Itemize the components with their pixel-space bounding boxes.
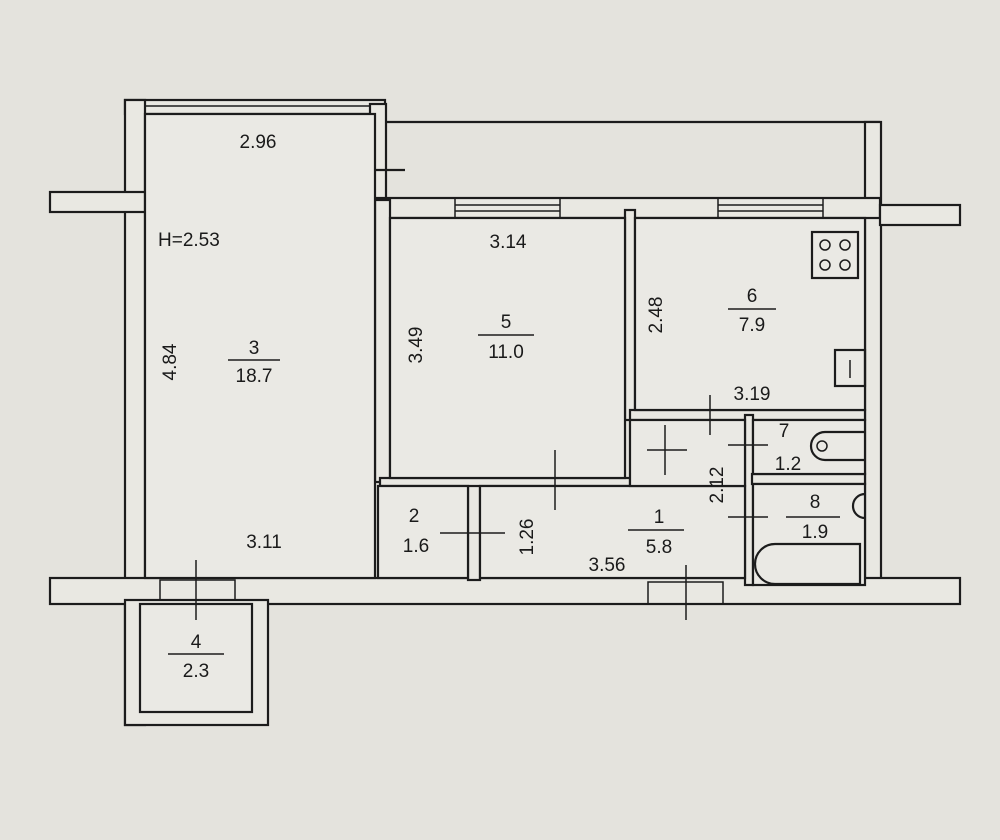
room-1-hall (628, 418, 747, 488)
room-1 (478, 484, 747, 580)
svg-text:5: 5 (501, 312, 512, 333)
dim-room5-side: 3.49 (406, 327, 427, 364)
dim-room3-side: 4.84 (160, 343, 181, 380)
svg-text:1.9: 1.9 (802, 522, 828, 543)
svg-text:11.0: 11.0 (488, 342, 524, 363)
room-4 (138, 602, 254, 714)
sink-icon (833, 348, 867, 388)
svg-text:8: 8 (810, 492, 821, 513)
dim-room6-bottom: 3.19 (734, 384, 771, 405)
room-8 (751, 482, 867, 587)
toilet-icon (809, 430, 865, 462)
boiler-icon (851, 492, 866, 520)
svg-text:18.7: 18.7 (236, 366, 273, 387)
svg-text:1.6: 1.6 (403, 536, 429, 557)
dim-room5-top: 3.14 (490, 232, 527, 253)
dim-room3-top: 2.96 (240, 132, 277, 153)
svg-text:6: 6 (747, 286, 758, 307)
room-5 (388, 216, 627, 480)
stove-icon (810, 230, 860, 280)
dim-room3-bottom: 3.11 (246, 532, 282, 553)
bathtub-icon (753, 542, 862, 586)
dim-room2-side: 1.26 (517, 519, 538, 556)
svg-text:4: 4 (191, 632, 202, 653)
room-label-7: 7 1.2 (775, 421, 801, 475)
ceiling-height: H=2.53 (158, 230, 220, 251)
room-2 (376, 484, 470, 580)
svg-text:5.8: 5.8 (646, 537, 672, 558)
dim-room1-bottom: 3.56 (589, 555, 626, 576)
svg-text:1.2: 1.2 (775, 454, 801, 475)
svg-text:1: 1 (654, 507, 665, 528)
room-label-1: 1 5.8 (628, 507, 684, 558)
room-3 (143, 112, 377, 580)
svg-text:2.3: 2.3 (183, 661, 209, 682)
room-label-6: 6 7.9 (728, 286, 776, 336)
svg-text:3: 3 (249, 338, 260, 359)
room-7 (751, 418, 867, 476)
room-6 (633, 216, 867, 412)
dim-room1-side: 2.12 (707, 467, 728, 504)
svg-text:2: 2 (409, 506, 420, 527)
svg-text:7: 7 (779, 421, 790, 442)
room-label-3: 3 18.7 (228, 338, 280, 387)
dimension-ticks (195, 395, 768, 620)
room-label-8: 8 1.9 (786, 492, 840, 543)
svg-text:7.9: 7.9 (739, 315, 765, 336)
room-label-4: 4 2.3 (168, 632, 224, 682)
room-label-2: 2 1.6 (403, 506, 429, 557)
room-label-5: 5 11.0 (478, 312, 534, 363)
dim-room6-side: 2.48 (646, 297, 667, 334)
